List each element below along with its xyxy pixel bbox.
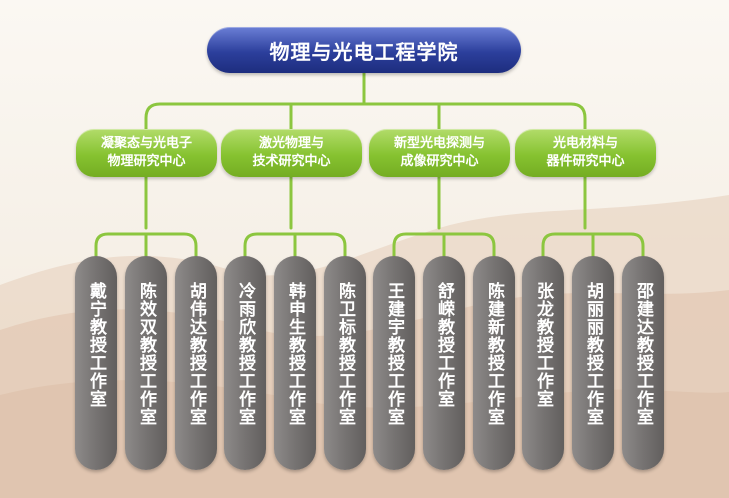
research-center-laser-physics: 激光物理与 技术研究中心 [221,129,362,177]
studio-node: 冷雨欣教授工作室 [224,256,266,470]
studio-name: 胡丽丽教授工作室 [583,282,603,426]
research-center-condensed-matter: 凝聚态与光电子 物理研究中心 [76,129,217,177]
studio-node: 陈建新教授工作室 [473,256,515,470]
studio-name: 陈建新教授工作室 [484,282,504,426]
studio-name: 陈效双教授工作室 [136,282,156,426]
studio-name: 冷雨欣教授工作室 [235,282,255,426]
college-title: 物理与光电工程学院 [269,39,459,64]
center-name-line: 物理研究中心 [107,154,186,169]
college-title-node: 物理与光电工程学院 [207,27,521,73]
studio-name: 韩申生教授工作室 [285,282,305,426]
center-name-line: 光电材料与 [552,136,618,151]
studio-name: 王建宇教授工作室 [384,282,404,426]
studio-name: 张龙教授工作室 [533,282,553,408]
center-name-line: 技术研究中心 [252,154,331,169]
research-center-photodetection-imaging: 新型光电探测与 成像研究中心 [369,129,510,177]
studio-node: 邵建达教授工作室 [622,256,664,470]
center-name-line: 激光物理与 [258,136,324,151]
studio-node: 舒嵘教授工作室 [423,256,465,470]
studio-node: 张龙教授工作室 [522,256,564,470]
center-name-line: 成像研究中心 [400,154,479,169]
studio-node: 胡伟达教授工作室 [175,256,217,470]
studio-name: 胡伟达教授工作室 [186,282,206,426]
studio-node: 韩申生教授工作室 [274,256,316,470]
studio-name: 邵建达教授工作室 [633,282,653,426]
research-center-optoelectronic-materials: 光电材料与 器件研究中心 [515,129,656,177]
studio-node: 陈卫标教授工作室 [324,256,366,470]
studio-node: 陈效双教授工作室 [125,256,167,470]
studio-name: 陈卫标教授工作室 [335,282,355,426]
studio-node: 戴宁教授工作室 [75,256,117,470]
studio-name: 戴宁教授工作室 [86,282,106,408]
center-name-line: 凝聚态与光电子 [100,136,192,151]
studio-name: 舒嵘教授工作室 [434,282,454,408]
studio-node: 胡丽丽教授工作室 [572,256,614,470]
center-name-line: 新型光电探测与 [393,136,485,151]
studio-node: 王建宇教授工作室 [373,256,415,470]
center-name-line: 器件研究中心 [546,154,625,169]
